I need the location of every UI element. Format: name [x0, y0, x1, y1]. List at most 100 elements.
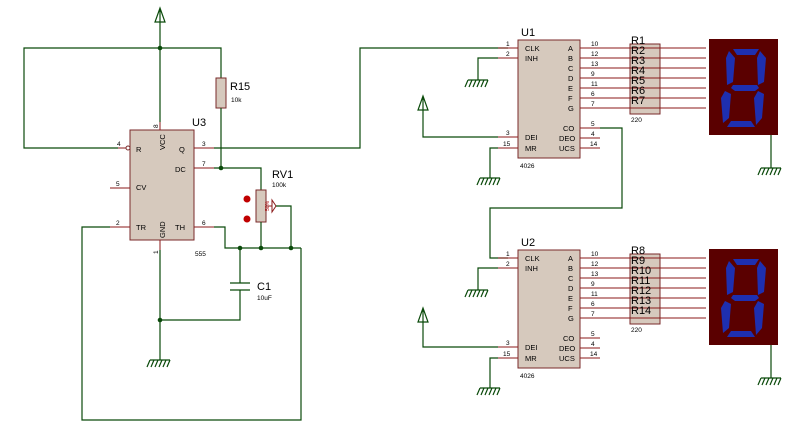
resistor-r8: R8	[631, 245, 645, 257]
u2-pin-d: D	[568, 284, 574, 293]
c1-ref: C1	[257, 281, 271, 293]
u1-pin-dei: DEI	[525, 133, 538, 142]
u1-pinnum: 14	[590, 141, 598, 148]
u3-pin-th: TH	[175, 223, 185, 232]
u1-pin-co: CO	[563, 124, 574, 133]
resistor-array-bottom[interactable]: R8 R9 R10 R11 R12 R13 R14 220	[600, 245, 706, 334]
u2-pinnum: 12	[591, 261, 599, 268]
u2-pin-co: CO	[563, 334, 574, 343]
u3-ref: U3	[192, 117, 206, 129]
ground-icon	[464, 289, 489, 298]
u1-pinnum: 3	[506, 130, 510, 137]
resistor-value: 220	[631, 327, 642, 334]
u1-pinnum: 5	[591, 121, 595, 128]
u3-pin-dc: DC	[175, 165, 186, 174]
u1-pinnum: 15	[503, 141, 511, 148]
u3-pin-vcc: VCC	[158, 134, 167, 150]
u2-ref: U2	[521, 237, 535, 249]
u2-pin-c: C	[568, 274, 574, 283]
u1-pin-d: D	[568, 74, 574, 83]
u2-pin-mr: MR	[525, 354, 537, 363]
u2-pin-leads: 1 2 3 15 10 12 13 9 11 6 7 5 4 14	[498, 251, 600, 359]
u2-pinnum: 7	[591, 311, 595, 318]
u2-pinnum: 5	[591, 331, 595, 338]
u3-pinnum-1: 1	[153, 250, 160, 254]
resistor-value: 220	[631, 117, 642, 124]
u2-pinnum: 11	[591, 291, 598, 298]
u2-pinnum: 4	[591, 341, 595, 348]
u3-pinnum-4: 4	[117, 141, 121, 148]
u3-pinnum-3: 3	[202, 141, 206, 148]
u1-pin-mr: MR	[525, 144, 537, 153]
u2-pin-inh: INH	[525, 264, 538, 273]
u1-pinnum: 10	[591, 41, 599, 48]
u1-pinnum: 13	[591, 61, 599, 68]
resistor-array-top[interactable]: R1 R2 R3 R4 R5 R6 R7 220	[600, 35, 706, 124]
u1-pin-f: F	[568, 94, 573, 103]
decrease-button[interactable]	[243, 215, 251, 223]
resistor-r10: R10	[631, 265, 651, 277]
u1-pinnum: 1	[506, 41, 510, 48]
u2-pin-deo: DEO	[559, 344, 575, 353]
u3-part: 555	[195, 251, 206, 258]
u1-pin-leads: 1 2 3 15 10 12 13 9 11 6 7 5 4 14	[498, 41, 600, 149]
power-terminal-icon	[417, 94, 429, 111]
u2-pin-a: A	[568, 254, 573, 263]
capacitor-c1[interactable]: C1 10uF	[230, 281, 272, 302]
u2-pinnum: 3	[506, 340, 510, 347]
timer-ic-u3[interactable]: U3 555 R CV TR Q DC TH VCC GND	[129, 117, 206, 258]
rv1-value: 100k	[272, 182, 287, 189]
u1-pinnum: 11	[591, 81, 598, 88]
resistor-r5: R5	[631, 75, 645, 87]
digit-segments	[721, 49, 766, 127]
u1-pin-a: A	[568, 44, 573, 53]
u2-pinnum: 6	[591, 301, 595, 308]
u2-part: 4026	[520, 373, 535, 380]
power-terminal-icon	[154, 6, 166, 23]
u1-pin-inh: INH	[525, 54, 538, 63]
counter-ic-u2[interactable]: U2 4026 CLK INH DEI MR A B C D E F G CO …	[517, 237, 581, 380]
u2-pinnum: 9	[591, 281, 595, 288]
resistor-r9: R9	[631, 255, 645, 267]
r15-value: 10k	[231, 97, 242, 104]
power-terminal-icon	[417, 306, 429, 323]
resistor-r13: R13	[631, 295, 651, 307]
ground-icon	[757, 377, 782, 386]
resistor-r6: R6	[631, 85, 645, 97]
u1-pin-clk: CLK	[525, 44, 540, 53]
u1-pin-b: B	[568, 54, 573, 63]
ground-icon	[476, 387, 501, 396]
u1-pinnum: 6	[591, 91, 595, 98]
resistor-r7: R7	[631, 95, 645, 107]
resistor-r15[interactable]: R15 10k	[215, 77, 250, 109]
u3-pinnum-8: 8	[153, 124, 160, 128]
increase-button[interactable]	[243, 195, 251, 203]
r15-ref: R15	[230, 81, 250, 93]
u3-pinnum-2: 2	[116, 220, 120, 227]
u1-pinnum: 7	[591, 101, 595, 108]
u3-pin-r: R	[136, 145, 142, 154]
u3-pinnum-7: 7	[202, 161, 206, 168]
u2-pin-b: B	[568, 264, 573, 273]
u3-pin-q: Q	[179, 145, 185, 154]
ground-icon	[464, 79, 489, 88]
u3-pinnum-5: 5	[116, 181, 120, 188]
counter-ic-u1[interactable]: U1 4026 CLK INH DEI MR A B C D E F G CO …	[517, 27, 581, 170]
u2-pinnum: 13	[591, 271, 599, 278]
u3-pinnum-6: 6	[202, 220, 206, 227]
u3-pin-gnd: GND	[158, 221, 167, 238]
u1-pin-e: E	[568, 84, 573, 93]
u2-pin-ucs: UCS	[559, 354, 575, 363]
seven-segment-display-1[interactable]	[709, 39, 778, 135]
resistor-r1: R1	[631, 35, 645, 47]
u2-pin-e: E	[568, 294, 573, 303]
resistor-r12: R12	[631, 285, 651, 297]
seven-segment-display-2[interactable]	[709, 249, 778, 345]
u2-pinnum: 15	[503, 351, 511, 358]
u2-pin-clk: CLK	[525, 254, 540, 263]
digit-segments	[721, 259, 766, 337]
potentiometer-rv1[interactable]: 50% RV1 100k	[243, 169, 294, 223]
resistor-r14: R14	[631, 305, 651, 317]
u2-pinnum: 14	[590, 351, 598, 358]
